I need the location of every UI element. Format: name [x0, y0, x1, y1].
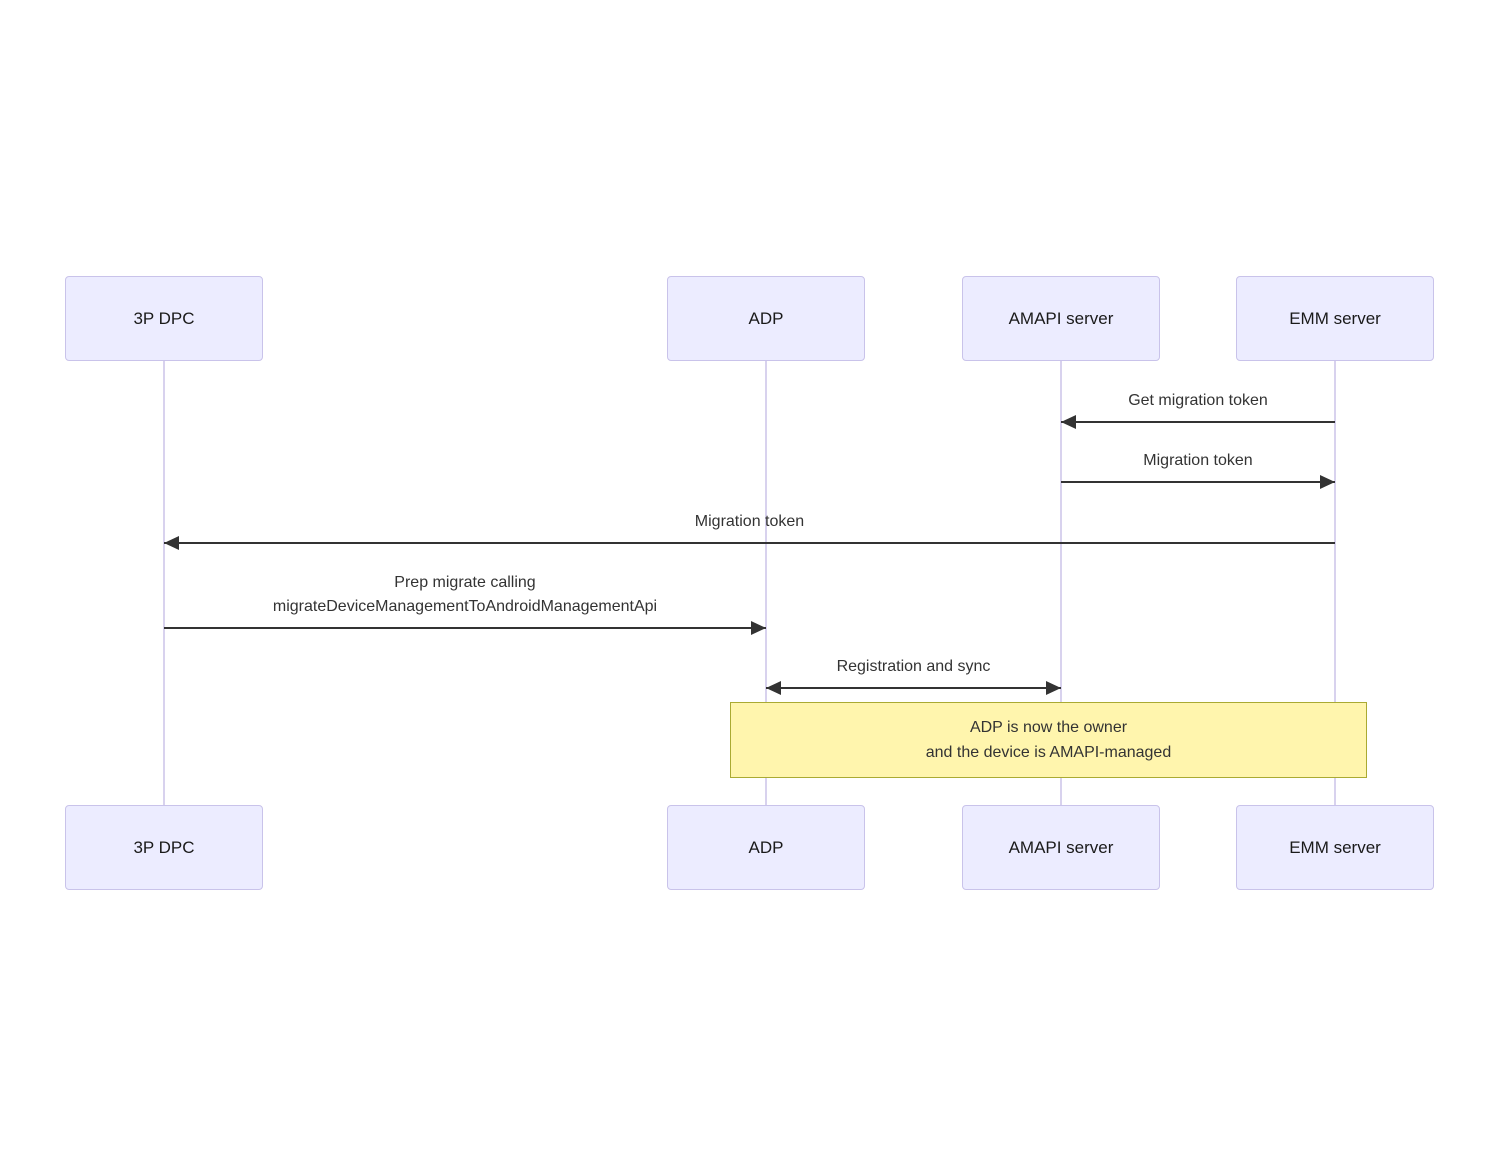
- message-arrow-line: [1061, 421, 1335, 423]
- actor-3p-dpc-top: 3P DPC: [65, 276, 263, 361]
- message-label-prep-migrate: Prep migrate calling migrateDeviceManage…: [164, 571, 766, 619]
- actor-label: ADP: [748, 308, 784, 328]
- arrowhead-right-icon: [1046, 681, 1061, 695]
- arrowhead-right-icon: [751, 621, 766, 635]
- message-label-line-1: Prep migrate calling: [394, 574, 536, 591]
- lifeline-emm-server: [1334, 361, 1336, 805]
- actor-emm-server-bottom: EMM server: [1236, 805, 1434, 890]
- actor-label: EMM server: [1289, 308, 1381, 328]
- lifeline-adp: [765, 361, 767, 805]
- message-arrow-line: [1061, 481, 1335, 483]
- actor-label: 3P DPC: [133, 308, 195, 328]
- message-label-registration-and-sync: Registration and sync: [836, 658, 991, 675]
- actor-label: 3P DPC: [133, 837, 195, 857]
- message-label-line-2: migrateDeviceManagementToAndroidManageme…: [272, 598, 658, 615]
- message-arrow-line: [164, 542, 1335, 544]
- message-arrow-line: [164, 627, 766, 629]
- message-arrow-line: [766, 687, 1061, 689]
- note-line-2: and the device is AMAPI-managed: [925, 744, 1172, 761]
- actor-label: EMM server: [1289, 837, 1381, 857]
- arrowhead-left-icon: [164, 536, 179, 550]
- note-adp-owner: ADP is now the owner and the device is A…: [730, 702, 1367, 778]
- actor-label: ADP: [748, 837, 784, 857]
- actor-adp-top: ADP: [667, 276, 865, 361]
- message-label-migration-token-to-dpc: Migration token: [694, 513, 805, 530]
- actor-label: AMAPI server: [1008, 837, 1114, 857]
- actor-emm-server-top: EMM server: [1236, 276, 1434, 361]
- arrowhead-right-icon: [1320, 475, 1335, 489]
- actor-adp-bottom: ADP: [667, 805, 865, 890]
- message-label-get-migration-token: Get migration token: [1128, 392, 1268, 409]
- actor-3p-dpc-bottom: 3P DPC: [65, 805, 263, 890]
- lifeline-3p-dpc: [163, 361, 165, 805]
- arrowhead-left-icon: [1061, 415, 1076, 429]
- actor-amapi-server-bottom: AMAPI server: [962, 805, 1160, 890]
- note-line-1: ADP is now the owner: [969, 719, 1128, 736]
- actor-amapi-server-top: AMAPI server: [962, 276, 1160, 361]
- arrowhead-left-icon: [766, 681, 781, 695]
- actor-label: AMAPI server: [1008, 308, 1114, 328]
- message-label-migration-token-to-emm: Migration token: [1143, 452, 1253, 469]
- lifeline-amapi-server: [1060, 361, 1062, 805]
